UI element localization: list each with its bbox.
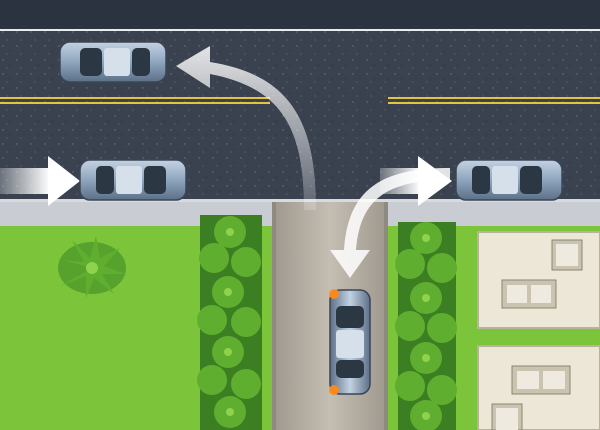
center-line [0,97,600,104]
arrow-traffic-near-lane-left [0,156,80,206]
bush [58,236,126,298]
house-upper [477,231,600,329]
house-lower [477,345,600,430]
car-eastbound-right [455,159,563,201]
hedge-left [197,215,262,430]
arrow-right-turn [330,168,450,278]
arrow-left-turn [176,46,316,210]
car-exiting-driveway [329,289,371,395]
turn-signal-front-icon [329,289,339,299]
car-eastbound-left [79,159,187,201]
top-band [0,0,600,30]
turn-signal-rear-icon [329,385,339,395]
hedge-right [395,222,457,430]
car-westbound [59,41,167,83]
